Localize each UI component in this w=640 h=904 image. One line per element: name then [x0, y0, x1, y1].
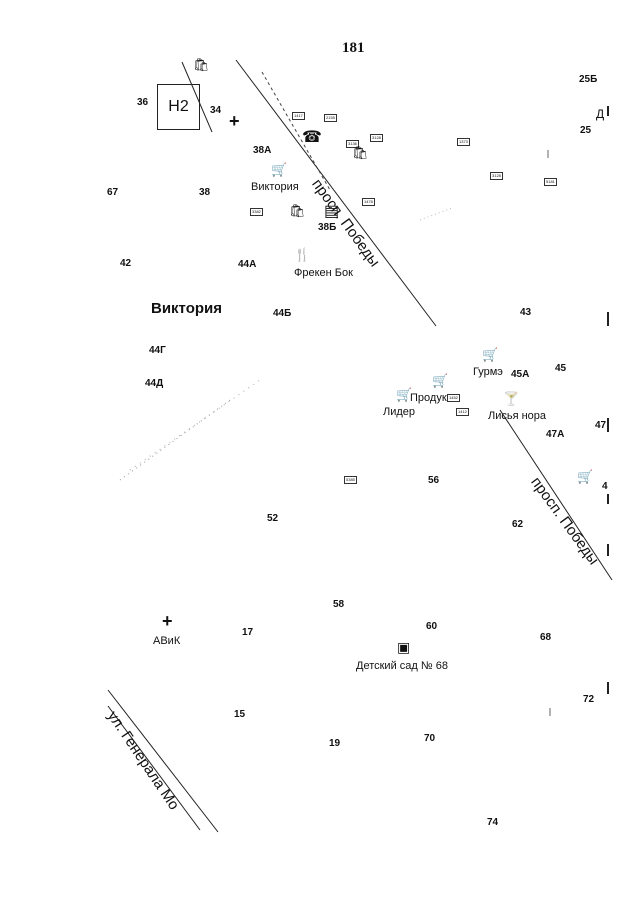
district-label: Виктория	[151, 300, 223, 317]
atm-icon: ▤	[324, 203, 340, 220]
house-number: 47	[595, 420, 607, 431]
place-label: Лидер	[383, 406, 416, 418]
avenue-inner-line	[261, 71, 331, 191]
street-edge-line	[107, 705, 201, 831]
place-label: Детский сад № 68	[356, 660, 448, 672]
house-number: 44Д	[145, 378, 164, 389]
house-number: 42	[120, 258, 132, 269]
bus-stop-badge: 1412	[456, 408, 469, 416]
house-number: 4	[602, 481, 608, 492]
bus-stop-badge: 3136	[346, 140, 359, 148]
house-number: 68	[540, 632, 552, 643]
place-label: Лисья нора	[488, 410, 547, 422]
place-label: Гурмэ	[473, 366, 503, 378]
place-label: Продукты	[410, 392, 460, 404]
cocktail-icon: 🍸	[503, 391, 520, 406]
house-number: 45	[555, 363, 567, 374]
bus-stop-badge: 1452	[447, 394, 460, 402]
kindergarten-icon: ▣	[397, 639, 411, 655]
medical-cross-icon: +	[162, 611, 173, 631]
medical-cross-icon: +	[229, 111, 240, 131]
bus-stop-badge: 5385	[344, 476, 357, 484]
faint-hatch-line	[419, 207, 453, 221]
house-number: 36	[137, 97, 149, 108]
house-number: 25Б	[579, 74, 598, 85]
house-number: 60	[426, 621, 438, 632]
bus-stop-badge: 1373	[457, 138, 470, 146]
house-number: 17	[242, 627, 254, 638]
house-number: 47А	[546, 429, 565, 440]
shopping-cart-icon: 🛒	[432, 373, 449, 388]
grid-cell-label: Н2	[157, 84, 200, 130]
avenue-edge-line	[235, 59, 437, 327]
house-number: 44Г	[149, 345, 166, 356]
house-number: 56	[428, 475, 440, 486]
bus-stop-badge: 5181	[544, 178, 557, 186]
street-edge-line	[181, 61, 213, 133]
house-number: 62	[512, 519, 524, 530]
house-number: 19	[329, 738, 341, 749]
house-number: 44Б	[273, 308, 292, 319]
shopping-bag-icon: 🛍	[193, 57, 210, 72]
house-number: 72	[583, 694, 595, 705]
bus-stop-badge: 1417	[292, 112, 305, 120]
cutlery-icon: 🍴	[294, 247, 311, 262]
place-label: Виктория	[251, 181, 299, 193]
house-number: 45А	[511, 369, 530, 380]
bus-stop-badge: 1478	[362, 198, 375, 206]
house-number: 38Б	[318, 222, 337, 233]
house-number: 44А	[238, 259, 257, 270]
house-number: 58	[333, 599, 345, 610]
house-number: 70	[424, 733, 436, 744]
bus-stop-badge: 3382	[250, 208, 263, 216]
house-number: 25	[580, 125, 592, 136]
shopping-cart-icon: 🛒	[577, 469, 594, 484]
bus-stop-badge: 3128	[490, 172, 503, 180]
shopping-cart-icon: 🛒	[271, 162, 288, 177]
place-label-edge: Д	[596, 107, 605, 121]
faint-hatch-line	[119, 399, 231, 481]
place-label: АВиК	[153, 635, 181, 647]
house-number: 15	[234, 709, 246, 720]
shopping-bag-icon: 🛍	[289, 203, 306, 218]
faint-hatch-line	[129, 379, 261, 471]
house-number: 67	[107, 187, 119, 198]
house-number: 74	[487, 817, 499, 828]
house-number: 43	[520, 307, 532, 318]
house-number: 52	[267, 513, 279, 524]
street-edge-line	[107, 689, 219, 833]
avenue-edge-line	[499, 409, 613, 581]
bus-stop-badge: 2155	[324, 114, 337, 122]
house-number: 38	[199, 187, 211, 198]
house-number: 38А	[253, 145, 272, 156]
shopping-cart-icon: 🛒	[482, 347, 499, 362]
page-number: 181	[342, 40, 365, 56]
shopping-bag-icon: 🛍	[352, 145, 369, 160]
bus-stop-badge: 3128	[370, 134, 383, 142]
shopping-cart-icon: 🛒	[396, 387, 413, 402]
telephone-icon: ☎	[302, 129, 322, 146]
house-number: 34	[210, 105, 222, 116]
place-label: Фрекен Бок	[294, 267, 353, 279]
